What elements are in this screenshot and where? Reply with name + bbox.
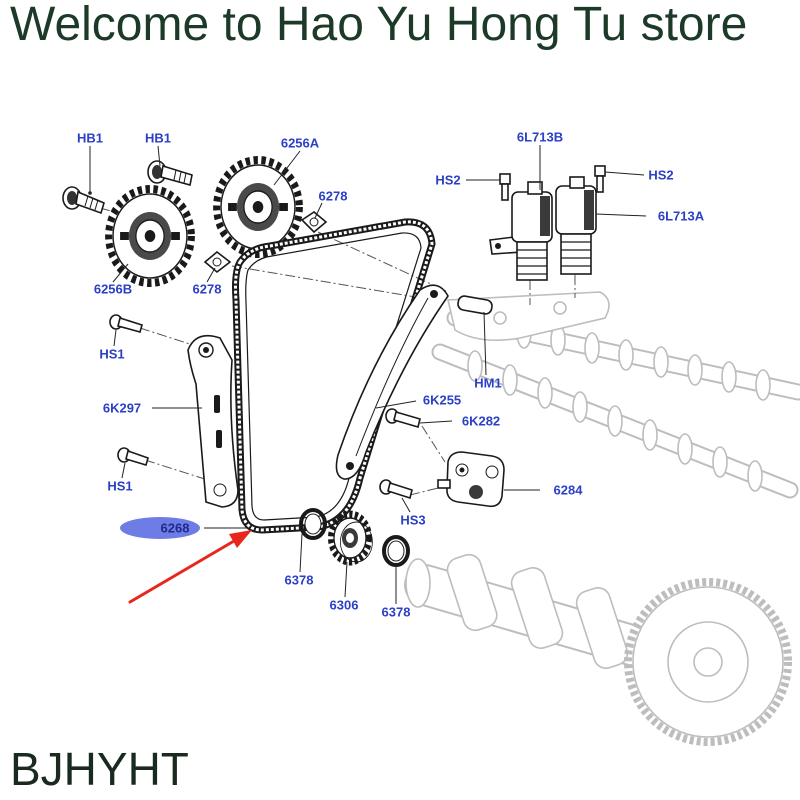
brand-watermark: BJHYHT — [10, 743, 189, 795]
callout-hm1: HM1 — [474, 375, 501, 390]
washer-6278-upper — [300, 211, 328, 234]
callout-hs3: HS3 — [400, 512, 425, 527]
pin-hm1 — [457, 295, 493, 315]
bolt-hb1-left — [62, 186, 105, 215]
bolt-hs2-left — [499, 173, 511, 201]
callout-6l713a: 6L713A — [658, 208, 705, 223]
red-arrow-indicator — [128, 530, 252, 604]
camshaft-sprocket-6256a — [213, 156, 303, 258]
callout-6278-lower: 6278 — [193, 281, 222, 296]
callout-hs1-upper: HS1 — [99, 346, 124, 361]
callout-6306: 6306 — [330, 597, 359, 612]
callout-hs1-lower: HS1 — [107, 478, 132, 493]
callout-6268: 6268 — [161, 520, 190, 535]
solenoid-6l713b — [489, 181, 553, 281]
alignment-lines — [99, 207, 576, 496]
camshaft-lower — [431, 343, 799, 499]
bolt-hs1-lower — [117, 447, 149, 466]
leader-lines — [88, 145, 647, 604]
crankshaft-sprocket-6306 — [327, 510, 373, 566]
bolt-hs3 — [379, 479, 413, 500]
callout-hb1-right: HB1 — [145, 130, 171, 145]
bolt-hs1-upper — [109, 314, 143, 333]
bolt-hs2-right — [594, 165, 606, 193]
store-banner: Welcome to Hao Yu Hong Tu store — [10, 0, 748, 51]
callout-6k297: 6K297 — [103, 400, 141, 415]
tensioner-arm-6k297 — [187, 334, 239, 508]
crankshaft — [404, 553, 792, 746]
solenoid-6l713a — [555, 176, 597, 275]
callout-6l713b: 6L713B — [517, 129, 563, 144]
callout-hb1-left: HB1 — [77, 130, 103, 145]
callout-6378-front: 6378 — [285, 572, 314, 587]
callout-6278-upper: 6278 — [319, 188, 348, 203]
callout-6k282: 6K282 — [462, 413, 500, 428]
callout-6284: 6284 — [554, 482, 584, 497]
callout-hs2-left: HS2 — [435, 172, 460, 187]
washer-6278-lower — [203, 250, 232, 274]
tensioner-6284 — [437, 451, 505, 508]
highlight-ellipse — [120, 517, 200, 539]
callout-labels: HB1 HB1 6256A 6278 6256B 6278 6L713B HS2… — [77, 129, 705, 619]
washer-6378-front — [299, 508, 327, 540]
bolt-6k282 — [385, 408, 421, 429]
callout-6256b: 6256B — [94, 281, 132, 296]
chain-guide-6k255 — [335, 284, 449, 480]
callout-6k255: 6K255 — [423, 392, 461, 407]
callout-hs2-right: HS2 — [648, 167, 673, 182]
timing-chain-6268 — [232, 218, 436, 534]
camshaft-sprocket-6256b — [105, 185, 195, 287]
bolt-hb1-right — [147, 160, 193, 186]
washer-6378-rear — [382, 535, 410, 567]
callout-6256a: 6256A — [281, 135, 320, 150]
callout-6378-rear: 6378 — [382, 604, 411, 619]
